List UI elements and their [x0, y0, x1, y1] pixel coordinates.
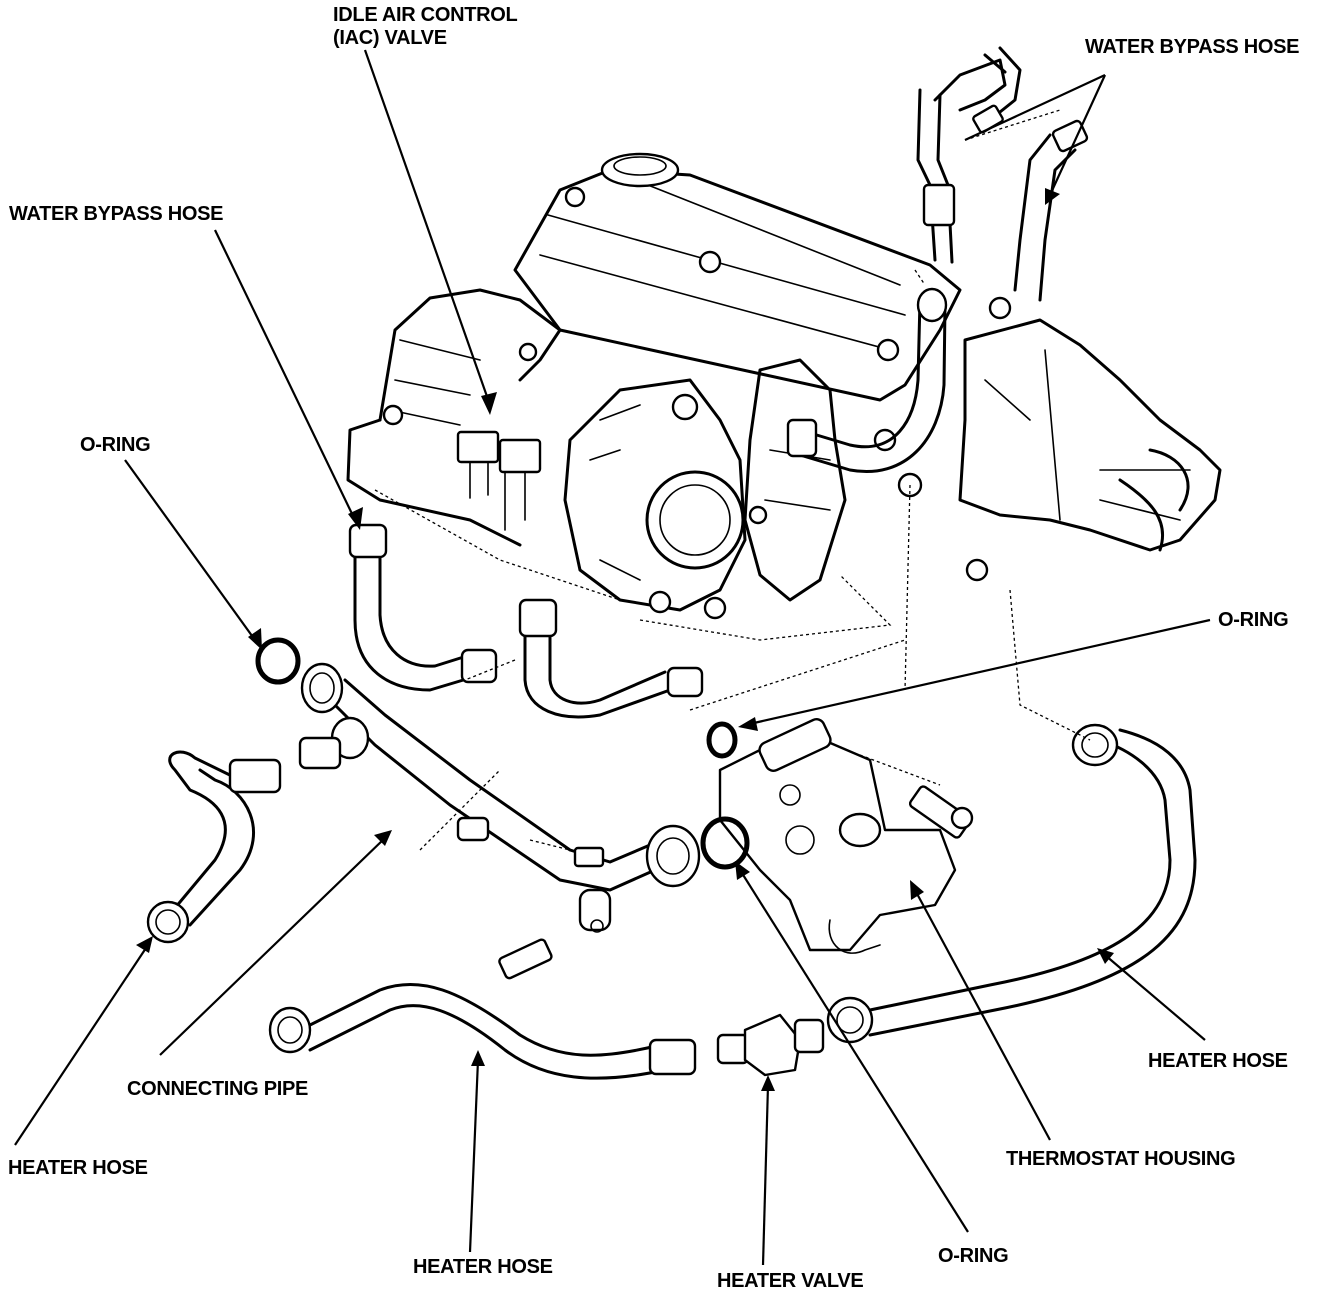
thermostat-housing-graphic	[498, 718, 974, 980]
o-ring-right-graphic	[706, 721, 738, 759]
connecting-pipe-label: CONNECTING PIPE	[127, 1078, 309, 1100]
water-bypass-hose-right-graphic	[916, 46, 1089, 302]
o-ring-left-graphic	[255, 637, 301, 685]
iac-valve-label-line2: (IAC) VALVE	[333, 27, 447, 49]
heater-valve-graphic	[716, 1013, 825, 1077]
thermostat-housing-label: THERMOSTAT HOUSING	[1006, 1148, 1236, 1170]
upper-return-hose-graphic	[786, 287, 948, 473]
heater-hose-right-label: HEATER HOSE	[1148, 1050, 1288, 1072]
water-bypass-hose-right-label: WATER BYPASS HOSE	[1085, 36, 1300, 58]
water-bypass-hose-left-label: WATER BYPASS HOSE	[9, 203, 224, 225]
heater-valve-label: HEATER VALVE	[717, 1270, 864, 1292]
o-ring-left-label: O-RING	[80, 434, 151, 456]
connecting-pipe-graphic	[298, 662, 701, 933]
water-bypass-hose-left-graphic	[348, 523, 498, 692]
heater-hose-left-label: HEATER HOSE	[8, 1157, 148, 1179]
heater-hose-bottom-graphic	[268, 982, 697, 1080]
o-ring-right-label: O-RING	[1218, 609, 1289, 631]
o-ring-bottom-label: O-RING	[938, 1245, 1009, 1267]
heater-hose-left-graphic	[146, 750, 282, 944]
heater-hose-bottom-label: HEATER HOSE	[413, 1256, 553, 1278]
o-ring-bottom-graphic	[700, 816, 750, 870]
heater-hose-right-graphic	[826, 723, 1197, 1044]
assembly-guide-lines	[374, 109, 1091, 851]
iac-valve-label-line1: IDLE AIR CONTROL	[333, 4, 518, 26]
middle-hose-graphic	[518, 598, 704, 719]
engine-block	[346, 152, 1222, 620]
leader-lines	[14, 49, 1211, 1266]
